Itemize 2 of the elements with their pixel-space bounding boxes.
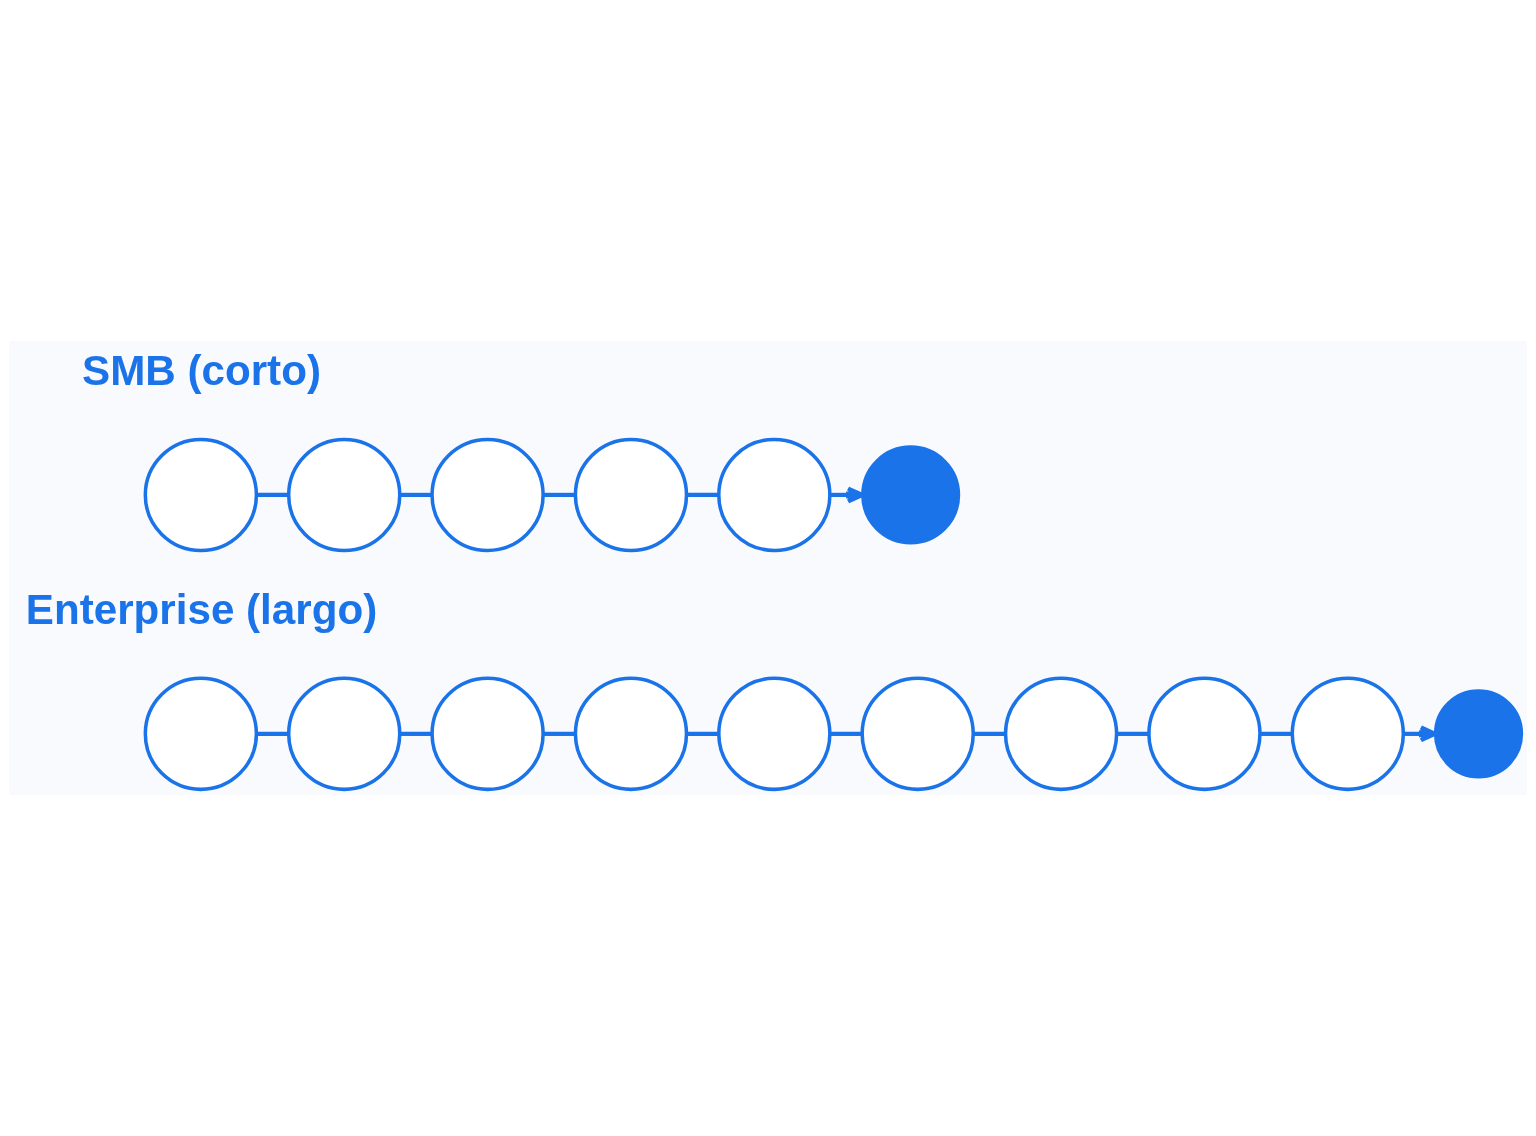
label: Enterprise (largo) <box>25 585 378 633</box>
label: SMB (corto) <box>82 346 321 394</box>
